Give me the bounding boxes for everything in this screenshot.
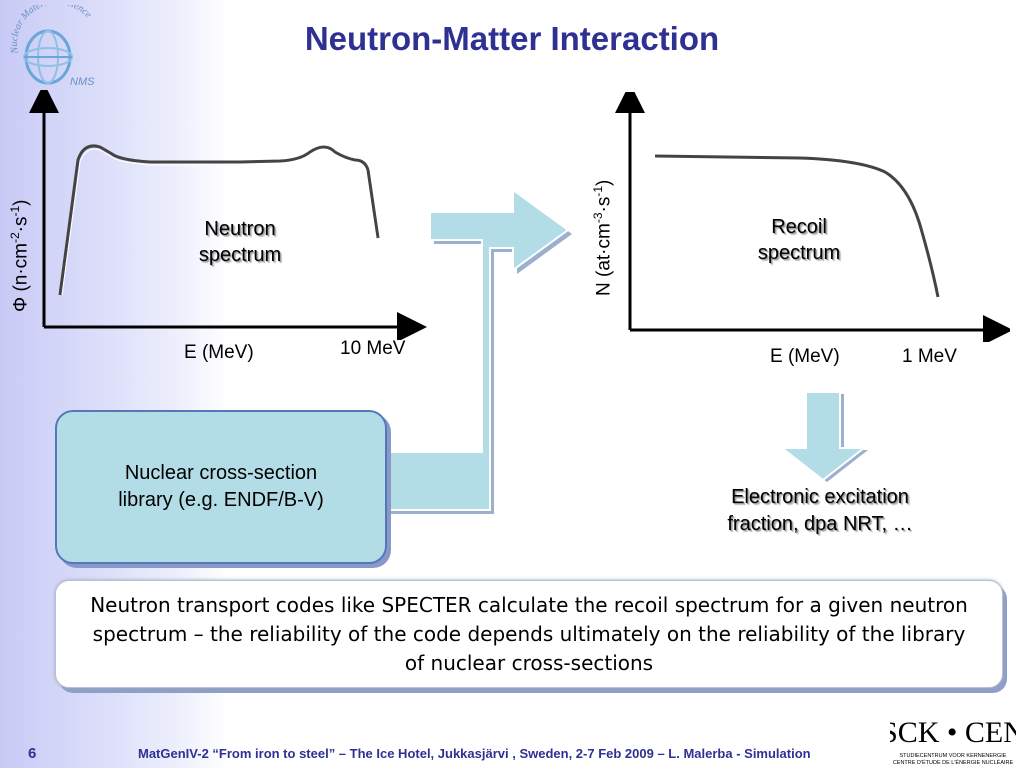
sck-cen-logo-icon: SCK • CEN STUDIECENTRUM VOOR KERNENERGIE…: [890, 716, 1016, 766]
recoil-spectrum-plot: [615, 92, 1010, 342]
library-line-1: Nuclear cross-section: [124, 462, 318, 484]
footer-text: MatGenIV-2 “From iron to steel” – The Ic…: [138, 746, 811, 761]
sck-logo-sub1: STUDIECENTRUM VOOR KERNENERGIE: [900, 753, 1007, 759]
nms-logo-icon: Nuclear Materials Science NMS: [9, 5, 95, 88]
page-number: 6: [28, 745, 37, 762]
note-text: Neutron transport codes like SPECTER cal…: [90, 592, 968, 675]
left-y-axis-label: Φ (n·cm-2·s-1): [8, 199, 32, 313]
down-arrow: [782, 391, 868, 482]
recoil-spectrum-curve: [654, 154, 940, 298]
left-x-axis-label: E (MeV): [184, 342, 254, 363]
slide-title: Neutron-Matter Interaction: [304, 20, 720, 57]
neutron-spectrum-plot: [29, 90, 427, 340]
recoil-spectrum-label: Recoil spectrum: [757, 216, 841, 264]
neutron-spectrum-curve: [58, 144, 380, 296]
right-y-axis-label: N (at·cm-3·s-1): [591, 179, 615, 296]
right-x-axis-label: E (MeV): [770, 346, 840, 367]
library-to-recoil-arrow: [384, 188, 572, 514]
neutron-spectrum-label: Neutron spectrum: [198, 218, 282, 266]
cross-section-library-box: Nuclear cross-section library (e.g. ENDF…: [55, 410, 387, 564]
sck-logo-sub2: CENTRE D'ÉTUDE DE L'ÉNERGIE NUCLÉAIRE: [893, 759, 1014, 766]
library-line-2: library (e.g. ENDF/B-V): [118, 489, 324, 511]
sck-logo-main: SCK • CEN: [890, 716, 1016, 749]
result-text: Electronic excitation fraction, dpa NRT,…: [727, 486, 913, 535]
right-x-max-label: 1 MeV: [902, 346, 957, 367]
logo-abbrev: NMS: [70, 76, 95, 88]
note-box: Neutron transport codes like SPECTER cal…: [55, 580, 1003, 688]
left-x-max-label: 10 MeV: [340, 338, 406, 359]
